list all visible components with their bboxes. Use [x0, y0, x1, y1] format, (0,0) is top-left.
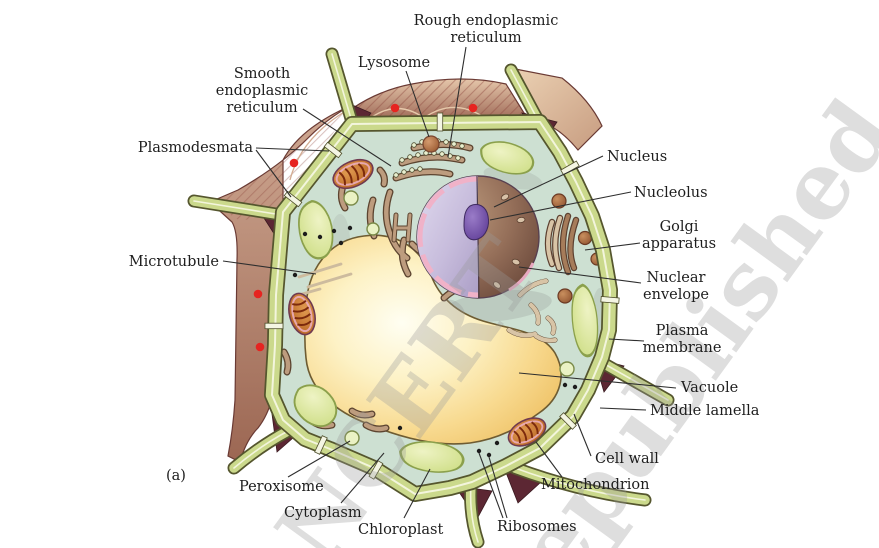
nucleolus-body	[463, 203, 489, 241]
leader-chloroplast	[403, 468, 431, 519]
label-rough-er-line1: Rough endoplasmic	[414, 13, 559, 29]
peroxisome-body	[366, 222, 380, 236]
nuclear-envelope-rim-right	[508, 262, 535, 292]
label-smooth-er-line1: Smooth	[234, 66, 290, 82]
peroxisomes	[343, 190, 575, 446]
red-dot	[390, 103, 400, 113]
leader-ribosomes-1	[478, 452, 504, 519]
label-plasmodesmata: Plasmodesmata	[138, 140, 253, 156]
label-middle-lamella: Middle lamella	[650, 403, 760, 419]
leader-golgi	[584, 242, 641, 251]
leader-mitochondrion	[535, 441, 563, 478]
plasmodesma-channel	[323, 141, 343, 159]
panel-letter: (a)	[166, 468, 186, 484]
cell-wall	[264, 114, 618, 502]
leader-middle-lamella	[599, 407, 647, 411]
label-chloroplast: Chloroplast	[358, 522, 443, 538]
golgi-vesicle	[551, 193, 567, 209]
label-rough-er-line2: reticulum	[450, 30, 521, 46]
label-nuclear-envelope-line2: envelope	[643, 287, 709, 303]
labels: Rough endoplasmic reticulum Lysosome Smo…	[129, 13, 760, 538]
organelles	[284, 135, 609, 477]
label-cell-wall: Cell wall	[595, 451, 659, 467]
plasmodesma-channel	[436, 112, 444, 132]
microtubule-filament	[297, 262, 343, 279]
leader-vacuole	[518, 372, 677, 389]
wall-surface-arc-left	[289, 111, 345, 181]
plasmodesma-channel	[314, 435, 328, 455]
leader-nucleus	[493, 155, 604, 208]
leader-lines	[222, 46, 677, 519]
golgi-vesicle	[557, 288, 573, 304]
red-dot	[468, 103, 478, 113]
label-mitochondrion: Mitochondrion	[541, 477, 650, 493]
leader-peroxisome	[287, 440, 351, 478]
label-vacuole: Vacuole	[680, 380, 738, 396]
label-plasma-membrane-line2: membrane	[643, 340, 722, 356]
leader-microtubule	[222, 260, 317, 275]
label-peroxisome: Peroxisome	[239, 479, 324, 495]
label-microtubule: Microtubule	[129, 254, 219, 270]
cytoplasm-ribosome-dots	[292, 225, 578, 458]
label-golgi-line2: apparatus	[642, 236, 716, 252]
plasmodesma-channel	[368, 460, 384, 480]
adjacent-cell-top-hatch	[353, 79, 539, 123]
label-nucleolus: Nucleolus	[634, 185, 708, 201]
leader-lysosome	[405, 70, 430, 138]
plasmodesmata-channels	[264, 112, 620, 480]
label-lysosome: Lysosome	[358, 55, 430, 71]
leader-cell-wall	[573, 413, 592, 457]
microtubule-filament	[306, 272, 353, 289]
nuclear-envelope-rim	[417, 176, 479, 298]
leader-nucleolus	[489, 191, 632, 221]
leader-nuclear-envelope	[518, 266, 642, 284]
label-plasma-membrane-line1: Plasma	[656, 323, 709, 339]
leader-smooth-er	[302, 108, 392, 167]
leader-plasmodesmata-2	[255, 149, 292, 198]
red-dot	[289, 158, 299, 168]
golgi-apparatus	[548, 193, 604, 304]
leader-ribosomes-2	[488, 456, 508, 519]
leader-rough-er	[447, 46, 467, 158]
plasmodesma-channel	[283, 190, 303, 208]
leader-plasma-membrane	[608, 338, 645, 342]
wall-arm-lamella	[193, 53, 669, 543]
label-cytoplasm: Cytoplasm	[284, 505, 362, 521]
label-nuclear-envelope-line1: Nuclear	[647, 270, 706, 286]
peroxisome-body	[343, 190, 359, 206]
cell-wall-arms	[187, 47, 675, 548]
red-dot	[253, 289, 263, 299]
label-smooth-er-line3: reticulum	[226, 100, 297, 116]
nucleus-cut-face	[417, 176, 478, 298]
label-smooth-er-line2: endoplasmic	[216, 83, 308, 99]
red-dot	[255, 342, 265, 352]
lysosome-body	[422, 135, 440, 153]
leader-plasmodesmata-1	[255, 147, 330, 152]
plasmodesma-channel	[600, 295, 620, 304]
label-nucleus: Nucleus	[607, 149, 667, 165]
label-ribosomes: Ribosomes	[497, 519, 577, 535]
label-golgi-line1: Golgi	[660, 219, 699, 235]
plasmodesma-channel	[559, 412, 577, 430]
plasmodesma-channel	[264, 322, 284, 330]
leader-cytoplasm	[340, 452, 385, 504]
middle-lamella-line	[271, 121, 611, 495]
nucleus-group	[416, 175, 540, 299]
peroxisome-body	[559, 361, 575, 377]
nuclear-pores	[493, 193, 526, 289]
red-marker-dots	[253, 103, 478, 352]
